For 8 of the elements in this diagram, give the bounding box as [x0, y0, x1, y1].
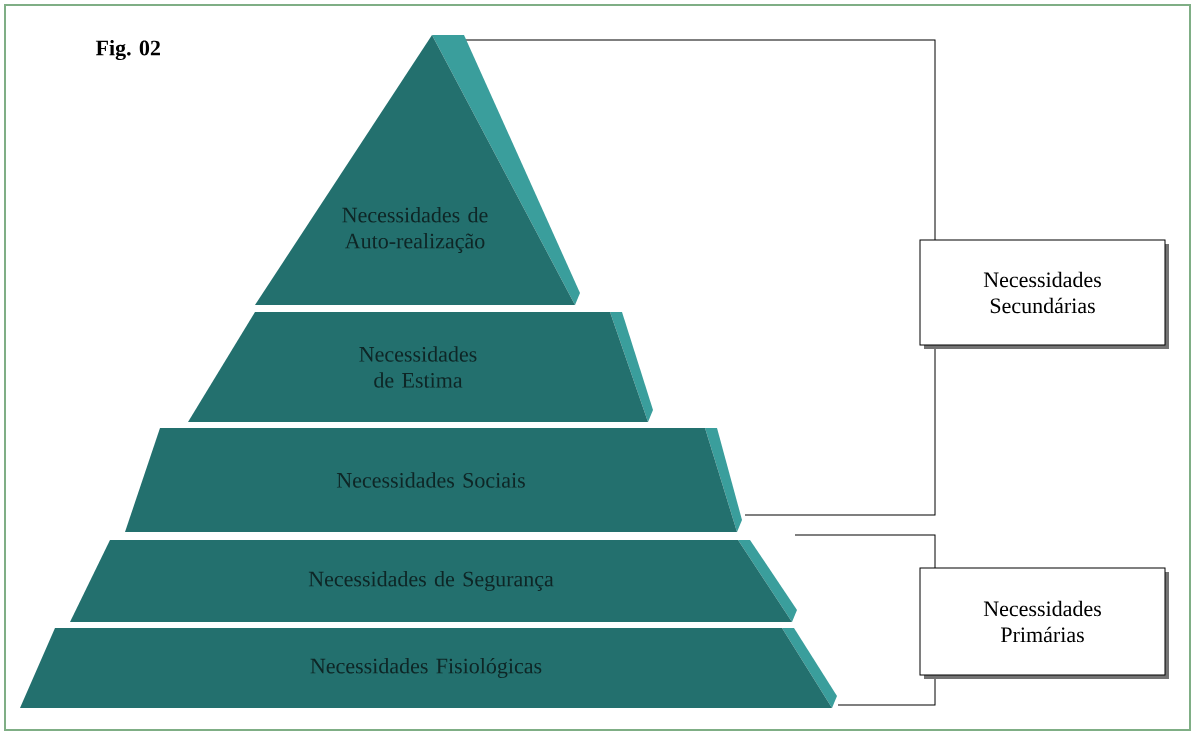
pyramid-layer: Necessidades de Estima: [188, 312, 653, 422]
label-box: Necessidades Secundárias: [919, 239, 1169, 349]
label-box: Necessidades Primárias: [919, 567, 1169, 679]
figure-title: Fig. 02: [95, 39, 160, 61]
pyramid-layer: Necessidades Sociais: [125, 428, 742, 532]
pyramid-layer: Necessidades de Segurança: [70, 540, 797, 622]
pyramid-layer: Necessidades de Auto-realização: [255, 35, 580, 305]
pyramid-layer: Necessidades Fisiológicas: [20, 628, 837, 708]
